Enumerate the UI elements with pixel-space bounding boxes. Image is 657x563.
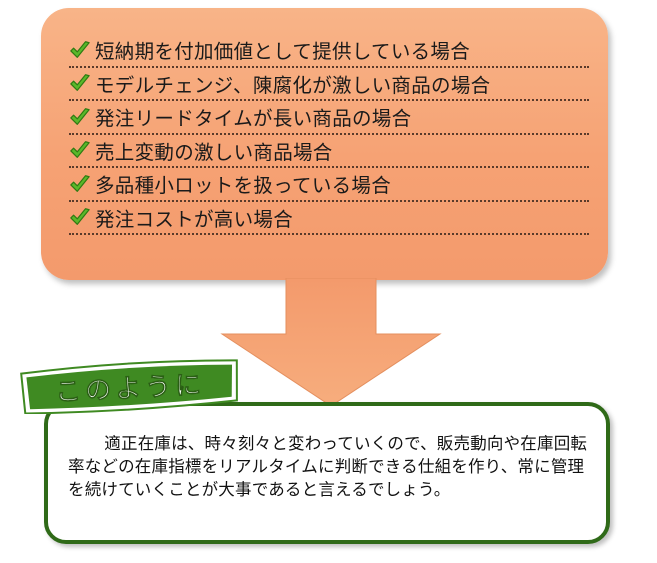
checklist-item-text: 短納期を付加価値として提供している場合 [95, 40, 471, 64]
checklist-item-text: 発注コストが高い場合 [95, 207, 294, 231]
checklist-item: 売上変動の激しい商品場合 [69, 135, 589, 168]
summary-box: 適正在庫は、時々刻々と変わっていくので、販売動向や在庫回転率などの在庫指標をリア… [44, 402, 610, 544]
checkmark-icon [70, 208, 90, 226]
summary-text: 適正在庫は、時々刻々と変わっていくので、販売動向や在庫回転率などの在庫指標をリア… [68, 434, 588, 499]
checklist-item: 発注コストが高い場合 [69, 202, 589, 235]
checkmark-icon [70, 74, 90, 92]
checklist-item-text: 発注リードタイムが長い商品の場合 [95, 107, 412, 131]
conditions-checklist: 短納期を付加価値として提供している場合 モデルチェンジ、陳腐化が激しい商品の場合… [69, 34, 589, 235]
checklist-item: 短納期を付加価値として提供している場合 [69, 34, 589, 68]
down-arrow-icon [220, 278, 442, 407]
checklist-item-text: 売上変動の激しい商品場合 [95, 140, 333, 164]
checkmark-icon [70, 107, 90, 125]
checklist-item: モデルチェンジ、陳腐化が激しい商品の場合 [69, 68, 589, 101]
checklist-item-text: 多品種小ロットを扱っている場合 [95, 174, 392, 198]
checkmark-icon [70, 141, 90, 159]
checklist-item-text: モデルチェンジ、陳腐化が激しい商品の場合 [95, 73, 491, 97]
checkmark-icon [70, 174, 90, 192]
checklist-item: 多品種小ロットを扱っている場合 [69, 168, 589, 202]
konoyouni-badge: このように [20, 359, 238, 414]
checkmark-icon [70, 40, 90, 58]
checklist-item: 発注リードタイムが長い商品の場合 [69, 101, 589, 135]
